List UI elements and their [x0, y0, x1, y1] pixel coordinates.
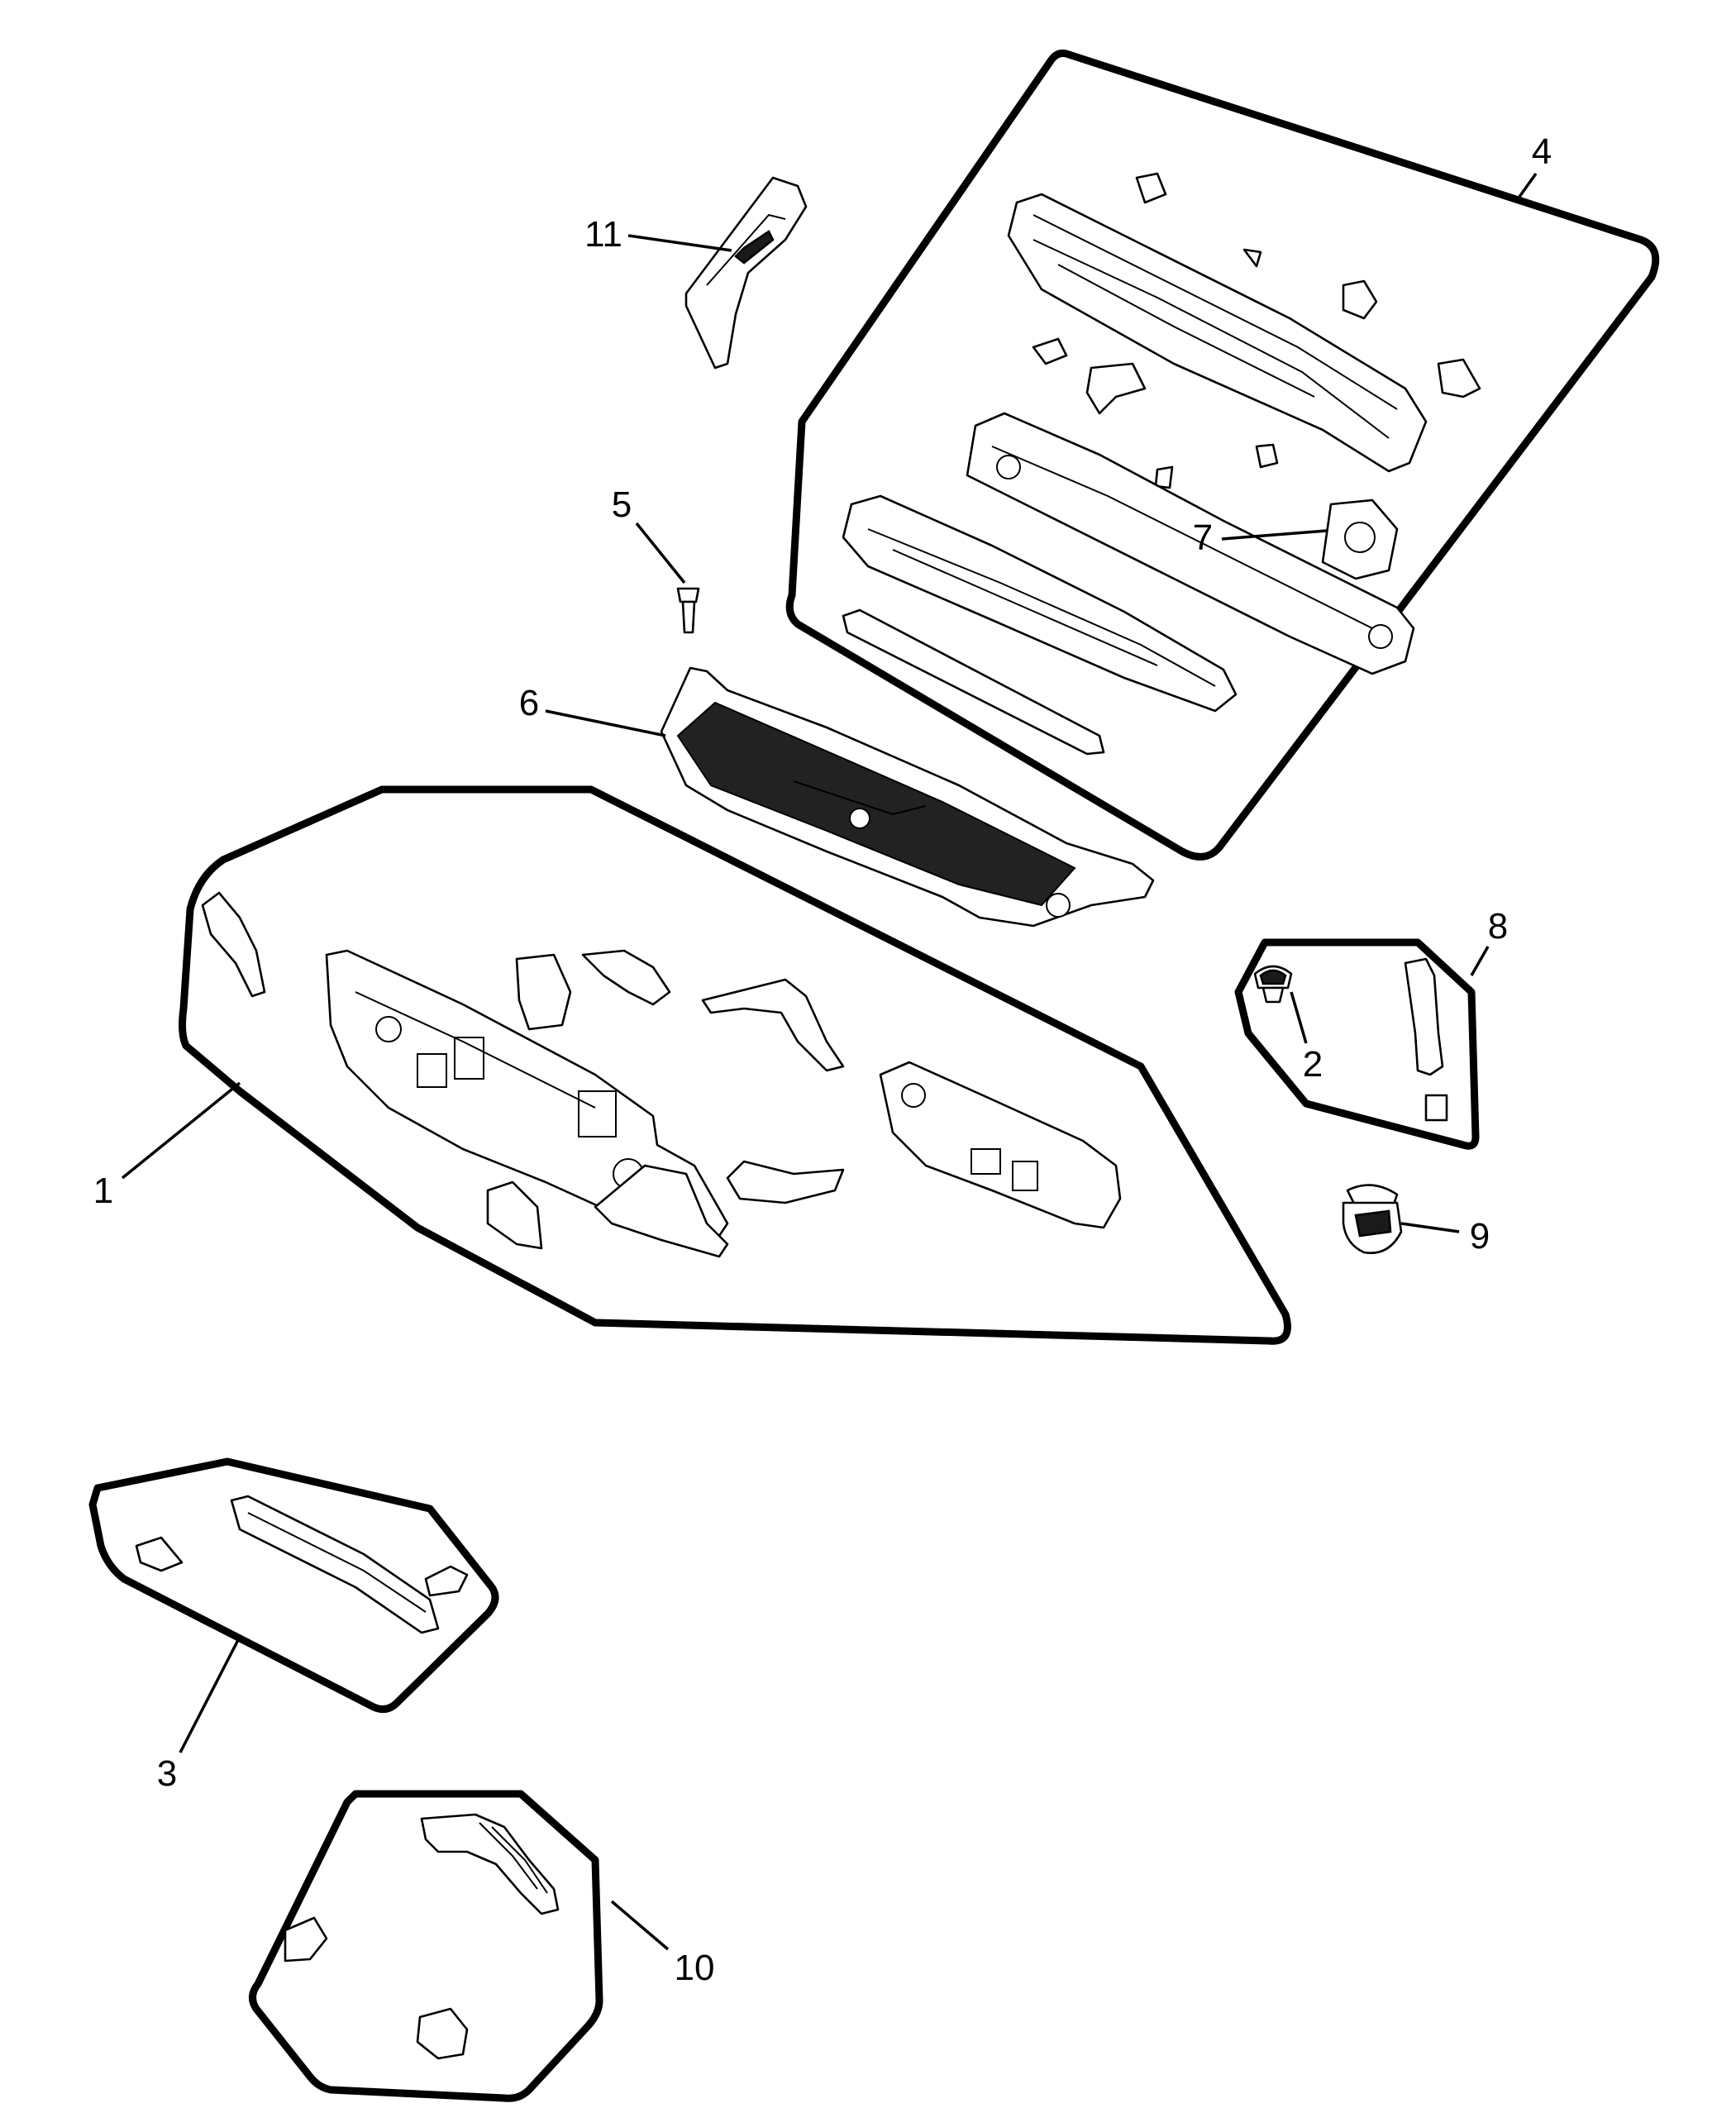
bracket-1d	[701, 978, 845, 1072]
leader-10	[610, 1900, 670, 1951]
part-9	[1342, 1184, 1460, 1255]
group-3	[88, 1457, 499, 1753]
group-4-outline	[785, 50, 1660, 861]
bracket-1c	[581, 949, 671, 1006]
leader-9	[1400, 1222, 1460, 1233]
bracket-10a	[420, 1813, 560, 1915]
part-8-seal	[1404, 957, 1444, 1076]
part-5	[635, 522, 700, 634]
sill-rail	[230, 1495, 440, 1634]
group-8	[1234, 938, 1490, 1150]
leader-4	[1518, 172, 1538, 198]
bracket-10c	[416, 2007, 469, 2060]
group-1-outline	[179, 785, 1291, 1345]
leader-1	[121, 1081, 241, 1180]
bracket-4a	[1135, 172, 1167, 204]
bracket-10b	[284, 1916, 328, 1963]
bracket-4f	[1437, 358, 1481, 398]
leader-8	[1470, 946, 1490, 976]
bracket-4e	[1085, 362, 1147, 415]
callout-9: 9	[1470, 1216, 1490, 1257]
bracket-3a	[135, 1536, 184, 1572]
callout-2: 2	[1303, 1044, 1323, 1085]
callout-6: 6	[519, 683, 539, 723]
leader-11	[627, 234, 732, 252]
bracket-3b	[424, 1565, 469, 1597]
callout-11: 11	[584, 214, 622, 255]
leader-5	[635, 522, 686, 584]
group-10	[249, 1790, 670, 2102]
group-8-outline	[1234, 938, 1480, 1150]
bracket-1e	[726, 1160, 845, 1204]
callout-7: 7	[1193, 517, 1213, 558]
leader-3	[179, 1636, 241, 1753]
bracket-4b	[1242, 248, 1262, 268]
bracket-4h	[1255, 443, 1279, 469]
leader-7	[1221, 529, 1328, 541]
bracket-4g	[1154, 465, 1174, 489]
cowl-strip	[842, 608, 1105, 756]
group-10-outline	[249, 1790, 603, 2102]
part-2-clip	[1253, 965, 1293, 1004]
cowl-top-panel	[1007, 193, 1428, 473]
bracket-1f	[486, 1180, 543, 1250]
group-1	[121, 785, 1291, 1345]
callout-5: 5	[612, 484, 632, 525]
leader-6	[545, 709, 666, 737]
dash-panel-left	[325, 949, 729, 1250]
bracket-4d	[1032, 337, 1068, 365]
callout-1: 1	[93, 1171, 113, 1211]
group-3-outline	[88, 1457, 499, 1714]
part-8-block	[1424, 1094, 1448, 1122]
bracket-4c	[1342, 279, 1378, 320]
cowl-lower-panel	[842, 494, 1238, 713]
callout-4: 4	[1532, 131, 1552, 172]
part-6	[545, 666, 1155, 928]
callout-3: 3	[157, 1753, 177, 1794]
bracket-1b	[515, 953, 572, 1031]
part-11	[627, 176, 808, 370]
bracket-1a	[201, 891, 266, 998]
dash-panel-right	[879, 1061, 1122, 1229]
bracket-7	[1321, 498, 1399, 580]
callout-8: 8	[1488, 906, 1508, 947]
callout-10: 10	[675, 1948, 715, 1988]
bracket-1g	[594, 1164, 729, 1258]
group-4	[785, 50, 1660, 861]
cowl-inner-panel	[966, 412, 1415, 675]
leader-2	[1290, 991, 1308, 1044]
